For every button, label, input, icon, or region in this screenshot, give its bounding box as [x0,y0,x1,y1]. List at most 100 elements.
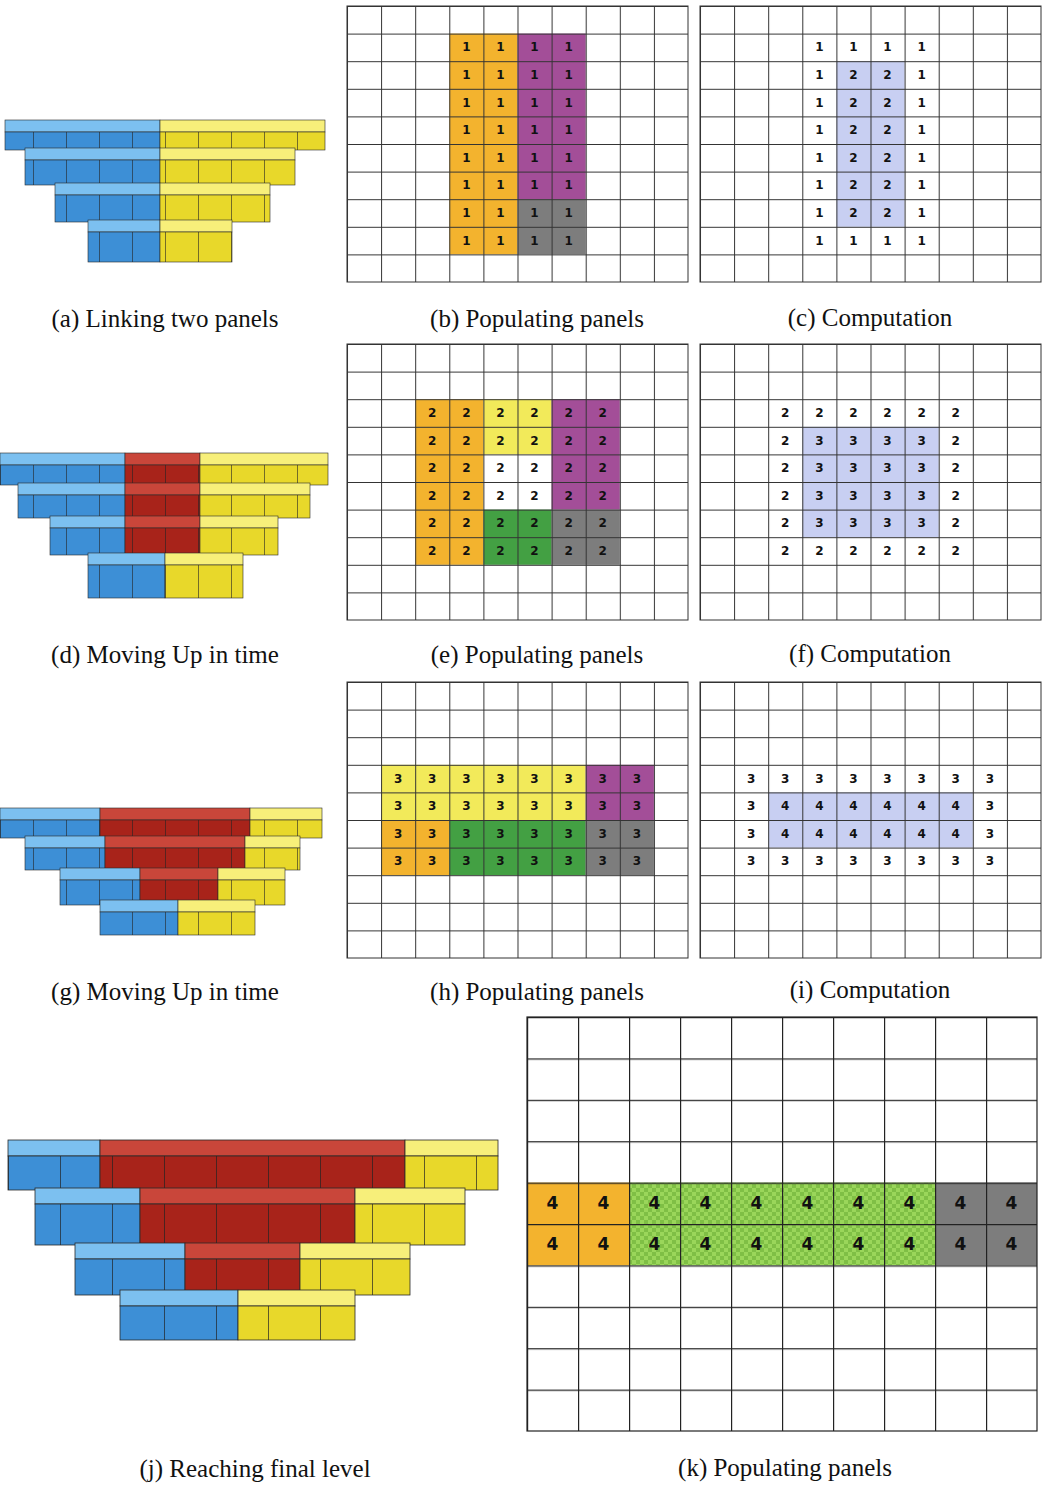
cell-number: 2 [518,510,552,538]
cell-number: 4 [527,1224,578,1265]
cell-number: 2 [586,510,620,538]
cell-number: 4 [629,1224,680,1265]
cell-number: 3 [905,454,939,482]
cell-number: 1 [552,227,586,255]
cell-number: 3 [836,848,870,876]
cell-number: 1 [802,144,836,172]
cell-number: 1 [905,61,939,89]
cell-number: 4 [884,1224,935,1265]
cell-number: 1 [518,89,552,117]
cell-number: 1 [449,61,483,89]
cell-number: 2 [939,537,973,565]
grid-panel [347,682,688,958]
subfigure-caption: (j) Reaching final level [139,1455,370,1483]
cell-number: 4 [802,792,836,820]
cell-number: 1 [802,116,836,144]
cell-number: 3 [905,510,939,538]
subfigure-caption: (e) Populating panels [431,641,643,669]
cell-number: 3 [871,848,905,876]
cell-number: 2 [483,399,517,427]
cell-number: 3 [620,765,654,793]
subfigure-caption: (g) Moving Up in time [51,978,279,1006]
cell-number: 2 [939,399,973,427]
cell-number: 1 [449,34,483,62]
cell-number: 2 [415,482,449,510]
cell-number: 1 [552,144,586,172]
cell-number: 3 [734,848,768,876]
cell-number: 1 [905,172,939,200]
cell-number: 2 [871,144,905,172]
cell-number: 3 [415,792,449,820]
cell-number: 3 [734,792,768,820]
cell-number: 3 [518,820,552,848]
cell-number: 4 [731,1224,782,1265]
cell-number: 2 [552,399,586,427]
cell-number: 3 [518,792,552,820]
subfigure-caption: (a) Linking two panels [51,305,278,333]
cell-number: 4 [833,1224,884,1265]
grid-panel [700,6,1041,282]
cell-number: 1 [905,116,939,144]
cell-number: 2 [449,510,483,538]
cell-number: 3 [973,820,1007,848]
cell-number: 2 [768,510,802,538]
cell-number: 1 [518,199,552,227]
cell-number: 2 [836,144,870,172]
cell-number: 3 [939,765,973,793]
cell-number: 1 [518,61,552,89]
cell-number: 2 [483,482,517,510]
cell-number: 4 [935,1224,986,1265]
cell-number: 1 [449,89,483,117]
cell-number: 2 [871,116,905,144]
cell-number: 3 [871,482,905,510]
subfigure-caption: (f) Computation [789,640,951,668]
cell-number: 2 [449,427,483,455]
cell-number: 2 [836,199,870,227]
cell-number: 1 [518,172,552,200]
cell-number: 1 [802,199,836,227]
cell-number: 2 [586,427,620,455]
cell-number: 2 [483,537,517,565]
subfigure-caption: (i) Computation [790,976,950,1004]
cell-number: 3 [620,848,654,876]
cell-number: 3 [905,848,939,876]
cell-number: 3 [973,765,1007,793]
cell-number: 3 [552,765,586,793]
cell-number: 4 [986,1224,1037,1265]
cell-number: 1 [905,34,939,62]
cell-number: 3 [939,848,973,876]
grid-panel [527,1017,1037,1431]
cell-number: 2 [871,61,905,89]
cell-number: 2 [552,427,586,455]
cell-number: 2 [871,399,905,427]
cell-number: 4 [629,1183,680,1224]
cell-number: 3 [381,765,415,793]
cell-number: 3 [381,792,415,820]
cell-number: 3 [620,792,654,820]
grid-panel [347,6,688,282]
cell-number: 1 [449,144,483,172]
cell-number: 2 [449,399,483,427]
subfigure-caption: (h) Populating panels [430,978,644,1006]
cell-number: 3 [802,848,836,876]
cell-number: 2 [905,399,939,427]
cell-number: 2 [802,537,836,565]
cell-number: 3 [518,765,552,793]
subfigure-caption: (b) Populating panels [430,305,644,333]
cell-number: 3 [836,765,870,793]
cell-number: 2 [802,399,836,427]
cell-number: 1 [552,61,586,89]
cell-number: 4 [871,792,905,820]
cell-number: 4 [680,1224,731,1265]
cell-number: 3 [768,848,802,876]
cell-number: 1 [552,34,586,62]
cell-number: 4 [836,820,870,848]
cell-number: 2 [939,510,973,538]
cell-number: 2 [483,427,517,455]
cell-number: 2 [483,454,517,482]
cell-number: 3 [871,765,905,793]
cell-number: 1 [836,34,870,62]
cell-number: 2 [552,454,586,482]
cell-number: 1 [905,89,939,117]
